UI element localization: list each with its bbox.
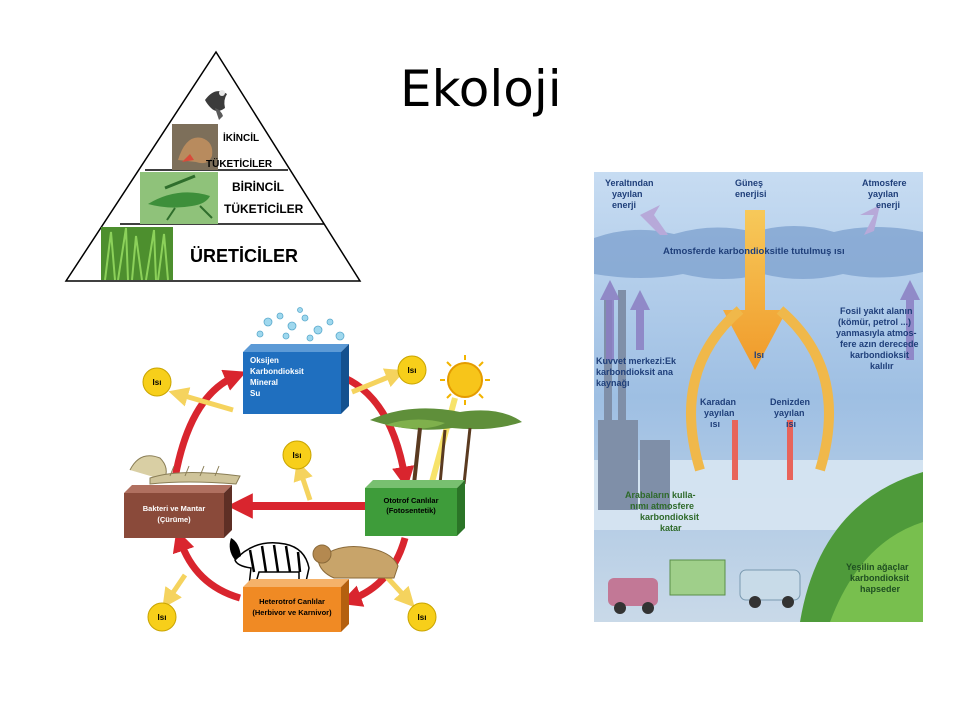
svg-text:nımı atmosfere: nımı atmosfere xyxy=(630,501,694,511)
svg-text:karbondioksit ana: karbondioksit ana xyxy=(596,367,674,377)
zebra-illustration xyxy=(229,538,310,587)
heat-arrow xyxy=(168,387,234,413)
cycle-box-autotrophs: Ototrof Canlılar (Fotosentetik) xyxy=(365,480,465,536)
lion-illustration xyxy=(312,544,399,579)
carbon-cycle-poster: Yeraltından yayılan enerji Güneş enerjis… xyxy=(594,172,923,622)
snake-photo xyxy=(172,124,218,170)
svg-text:karbondioksit: karbondioksit xyxy=(640,512,699,522)
svg-text:Kuvvet merkezi:Ek: Kuvvet merkezi:Ek xyxy=(596,356,677,366)
svg-text:Atmosferde karbondioksitle tut: Atmosferde karbondioksitle tutulmuş ısı xyxy=(663,246,845,257)
svg-text:karbondioksit: karbondioksit xyxy=(850,350,909,360)
sun-energy-arrow xyxy=(723,210,787,370)
heat-circle: Isı xyxy=(147,602,177,632)
food-pyramid: İKİNCİL TÜKETİCİLER BİRİNCİL TÜKETİCİLER… xyxy=(64,50,362,282)
svg-text:enerji: enerji xyxy=(612,200,636,210)
svg-text:Heterotrof Canlılar: Heterotrof Canlılar xyxy=(259,597,325,606)
svg-text:Isı: Isı xyxy=(158,613,167,622)
svg-text:karbondioksit: karbondioksit xyxy=(850,573,909,583)
cycle-arrow xyxy=(343,374,415,490)
tree-illustration xyxy=(370,408,522,485)
pyramid-level-label: BİRİNCİL xyxy=(232,179,284,194)
grasshopper-photo xyxy=(140,172,218,224)
heat-circle: Isı xyxy=(397,355,427,385)
heat-arrow xyxy=(383,573,415,608)
heat-circle: Isı xyxy=(282,440,312,470)
cycle-arrow xyxy=(172,529,242,602)
heat-arrow xyxy=(293,460,313,501)
svg-text:ısı: ısı xyxy=(786,419,796,429)
svg-text:Güneş: Güneş xyxy=(735,178,763,188)
pyramid-level-label: ÜRETİCİLER xyxy=(190,246,298,266)
cycle-box-decomposers: Bakteri ve Mantar (Çürüme) xyxy=(124,485,232,538)
svg-text:Ototrof Canlılar: Ototrof Canlılar xyxy=(383,496,438,505)
svg-text:Fosil yakıt alanın: Fosil yakıt alanın xyxy=(840,306,913,316)
svg-text:Isı: Isı xyxy=(153,378,162,387)
svg-text:Isı: Isı xyxy=(418,613,427,622)
svg-text:Yeraltından: Yeraltından xyxy=(605,178,654,188)
svg-text:kaynağı: kaynağı xyxy=(596,378,630,388)
svg-text:katar: katar xyxy=(660,523,682,533)
svg-text:Mineral: Mineral xyxy=(250,378,278,387)
cycle-box-heterotrophs: Heterotrof Canlılar (Herbivor ve Karnivo… xyxy=(243,579,349,632)
svg-text:yayılan: yayılan xyxy=(612,189,643,199)
eagle-icon xyxy=(205,90,227,120)
svg-text:(kömür, petrol ...): (kömür, petrol ...) xyxy=(838,317,911,327)
svg-text:yayılan: yayılan xyxy=(704,408,735,418)
svg-text:ısı: ısı xyxy=(710,419,720,429)
svg-text:yayılan: yayılan xyxy=(774,408,805,418)
svg-text:(Fotosentetik): (Fotosentetik) xyxy=(386,506,436,515)
car-illustration xyxy=(608,559,801,614)
svg-text:Karbondioksit: Karbondioksit xyxy=(250,367,304,376)
ecosystem-cycle: Isı Isı Isı Isı Isı O xyxy=(124,307,522,632)
poster-labels: Yeraltından yayılan enerji Güneş enerjis… xyxy=(596,178,919,594)
svg-text:Isı: Isı xyxy=(754,350,764,360)
heat-circle: Isı xyxy=(407,602,437,632)
svg-text:kalılır: kalılır xyxy=(870,361,894,371)
cycle-arrow xyxy=(171,369,247,479)
svg-text:(Herbivor ve Karnivor): (Herbivor ve Karnivor) xyxy=(252,608,332,617)
svg-text:yayılan: yayılan xyxy=(868,189,899,199)
svg-text:(Çürüme): (Çürüme) xyxy=(157,515,191,524)
svg-text:Su: Su xyxy=(250,389,260,398)
svg-text:Karadan: Karadan xyxy=(700,397,736,407)
heat-circle: Isı xyxy=(142,367,172,397)
pyramid-level-label: TÜKETİCİLER xyxy=(224,201,304,216)
svg-text:Arabaların kulla-: Arabaların kulla- xyxy=(625,490,696,500)
svg-text:enerjisi: enerjisi xyxy=(735,189,767,199)
svg-text:Isı: Isı xyxy=(408,366,417,375)
heat-arrow xyxy=(351,368,406,395)
bubbles-decoration xyxy=(256,307,345,342)
svg-text:yanmasıyla atmos-: yanmasıyla atmos- xyxy=(836,328,917,338)
heat-arrow xyxy=(162,573,188,609)
svg-text:Yeşilin ağaçlar: Yeşilin ağaçlar xyxy=(846,562,909,572)
pyramid-level-label: TÜKETİCİLER xyxy=(206,157,273,170)
grass-photo xyxy=(101,227,173,281)
svg-text:Denizden: Denizden xyxy=(770,397,810,407)
svg-text:hapseder: hapseder xyxy=(860,584,901,594)
svg-text:Bakteri ve Mantar: Bakteri ve Mantar xyxy=(143,504,206,513)
cycle-box-gases: Oksijen Karbondioksit Mineral Su xyxy=(243,344,349,414)
skeleton-illustration xyxy=(129,455,241,485)
pyramid-level-label: İKİNCİL xyxy=(223,131,259,144)
svg-text:Isı: Isı xyxy=(293,451,302,460)
svg-text:enerji: enerji xyxy=(876,200,900,210)
svg-text:Atmosfere: Atmosfere xyxy=(862,178,907,188)
svg-text:Oksijen: Oksijen xyxy=(250,356,279,365)
svg-text:fere azın derecede: fere azın derecede xyxy=(840,339,919,349)
slide-title: Ekoloji xyxy=(400,60,562,118)
